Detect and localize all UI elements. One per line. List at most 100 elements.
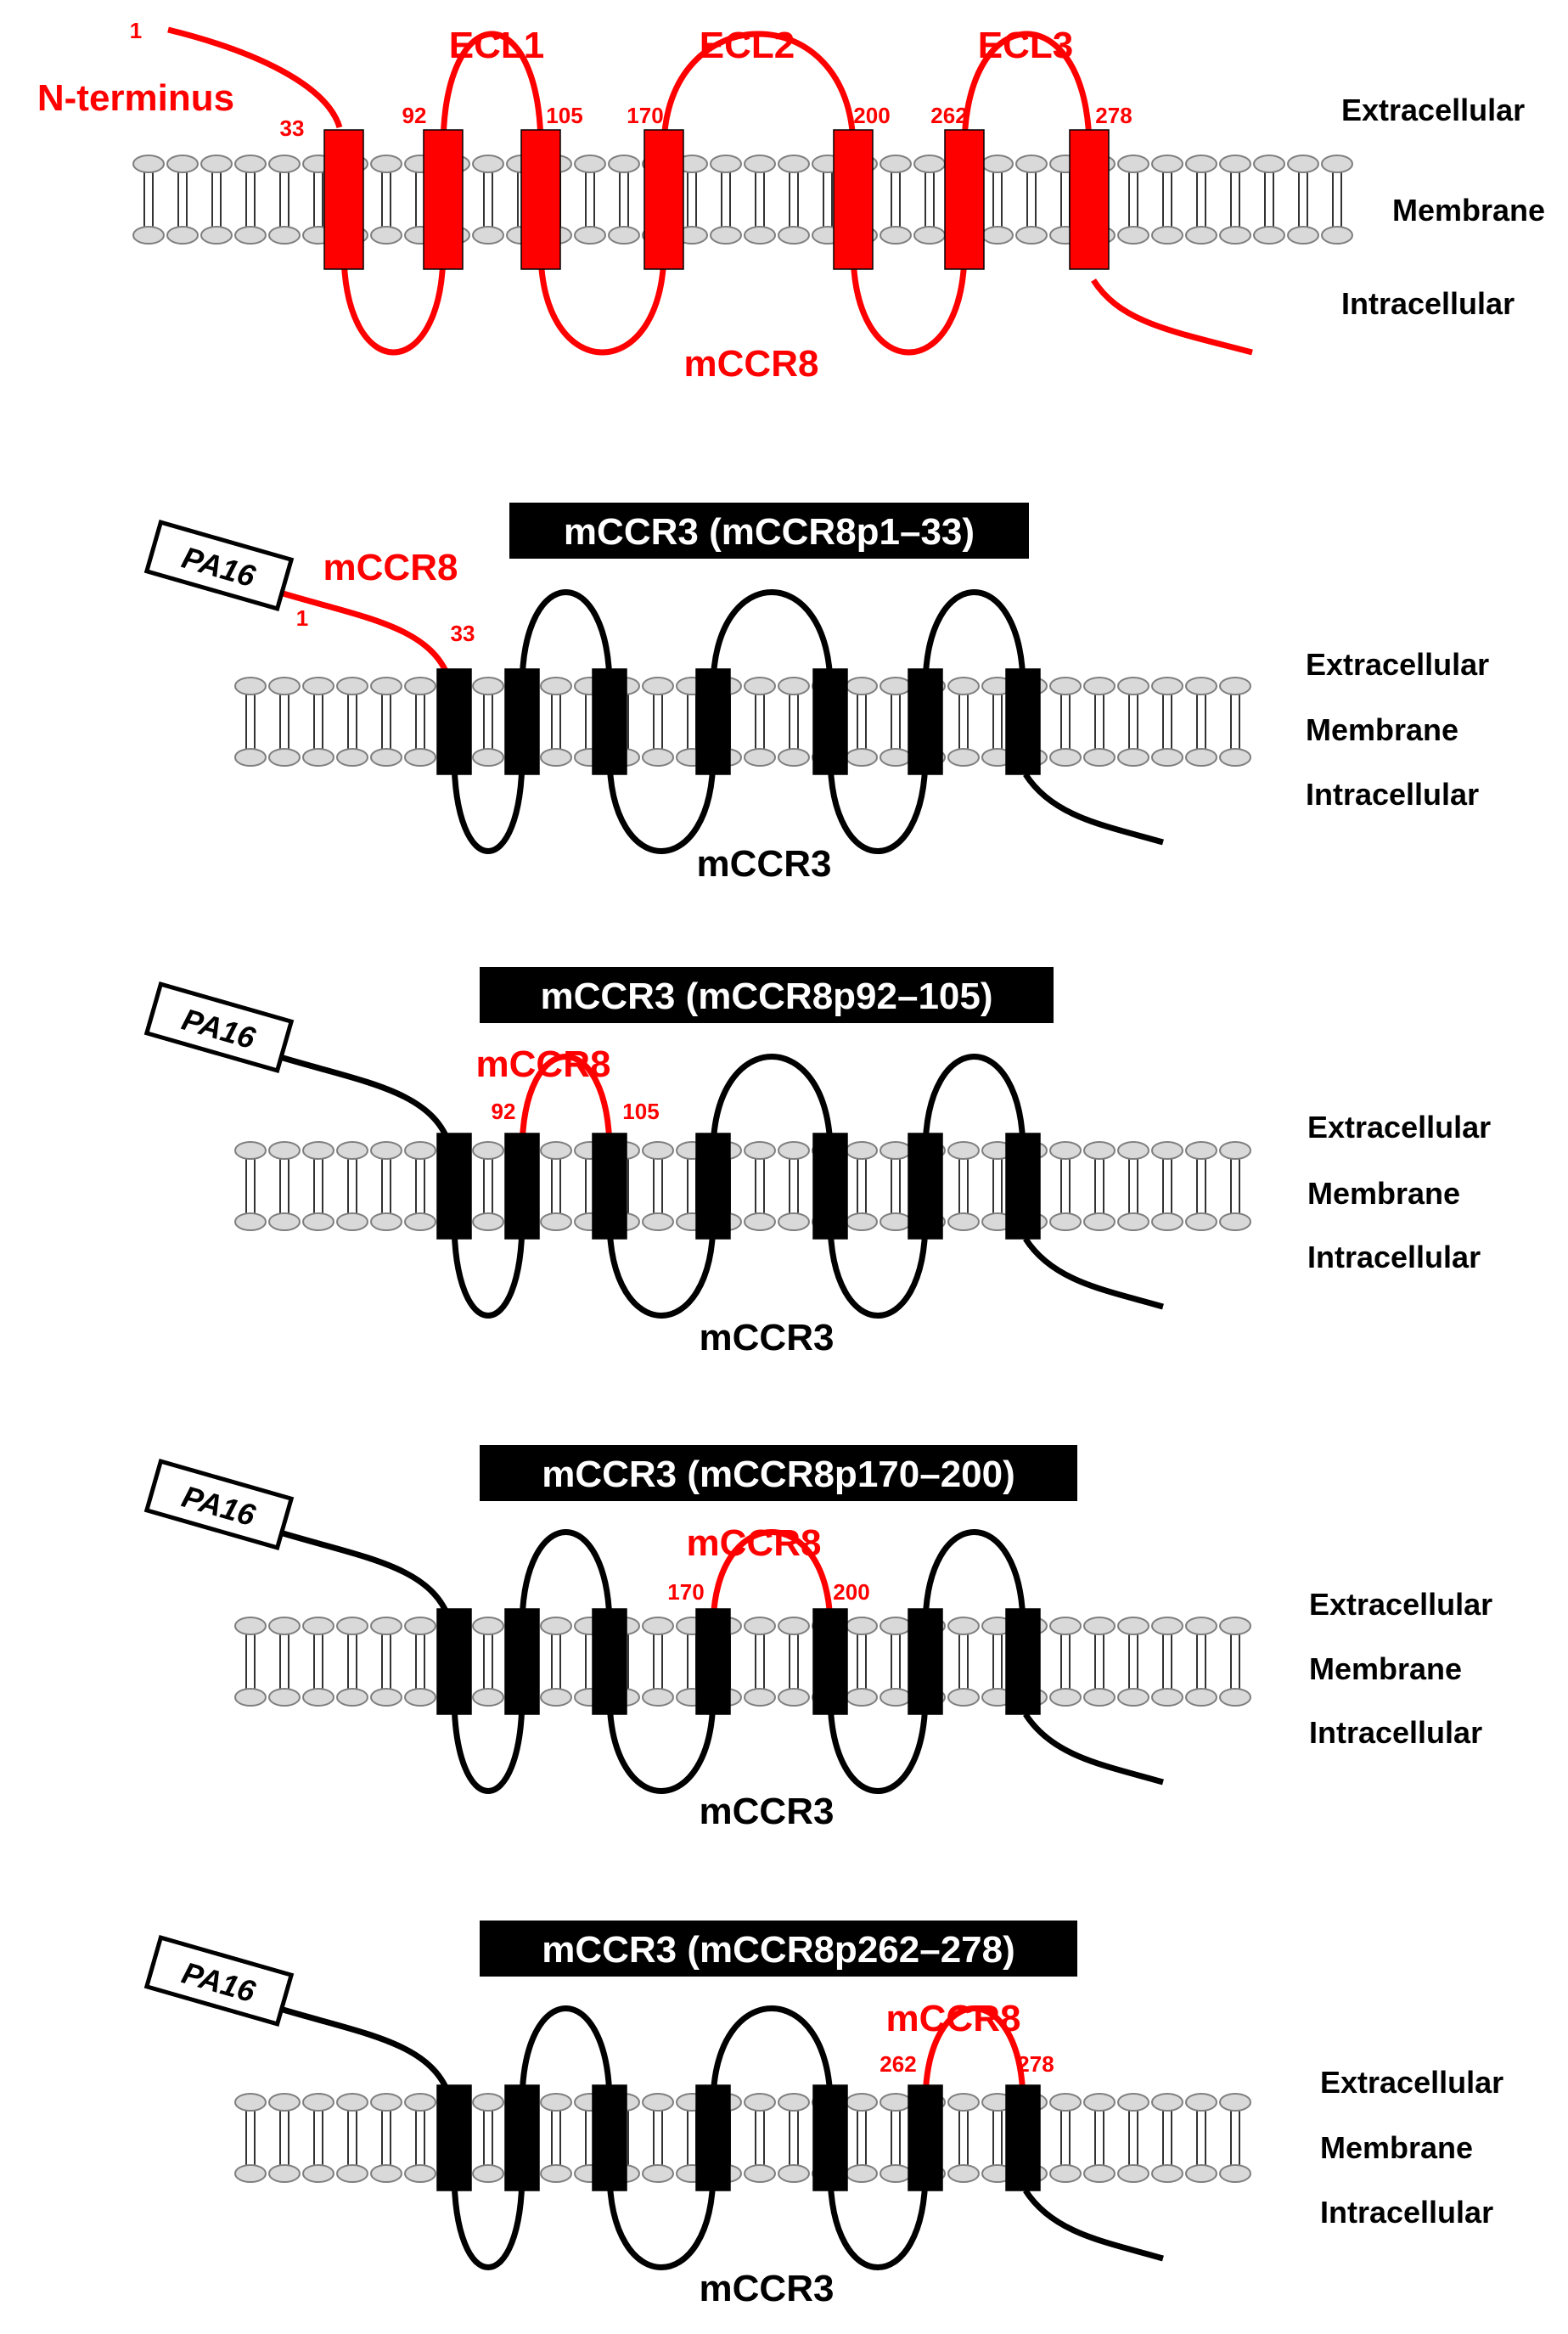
lipid-head bbox=[336, 2164, 368, 2183]
pa16-tag: PA16 bbox=[143, 1935, 295, 2027]
lipid-head bbox=[132, 226, 165, 245]
residue-label-200: 200 bbox=[853, 103, 890, 128]
lipid-head bbox=[947, 1141, 980, 1160]
membrane-bilayer bbox=[234, 1141, 1251, 1231]
lipid-head bbox=[778, 1688, 810, 1707]
intracellular-loop-1 bbox=[451, 1695, 525, 1794]
lipid-head bbox=[778, 1141, 810, 1160]
lipid-head bbox=[302, 2164, 334, 2183]
lipid-head bbox=[540, 1141, 572, 1160]
lipid-head bbox=[1185, 1688, 1217, 1707]
lipid-head bbox=[642, 748, 674, 767]
lipid-head bbox=[1117, 748, 1149, 767]
panel-chimera-1-33: mCCR3 (mCCR8p1–33) PA16 mCCR8 1 33 mCCR3… bbox=[143, 503, 1489, 885]
transmembrane-helix-2 bbox=[504, 1133, 540, 1240]
lipid-head bbox=[370, 2093, 402, 2112]
insert-start-label: 1 bbox=[296, 605, 308, 631]
transmembrane-helix-6 bbox=[908, 1133, 943, 1240]
lipid-head bbox=[472, 748, 504, 767]
transmembrane-helix-3 bbox=[520, 129, 561, 270]
intracellular-loop-3 bbox=[827, 2171, 929, 2270]
transmembrane-helix-4 bbox=[643, 129, 684, 270]
lipid-head bbox=[913, 226, 946, 245]
lipid-head bbox=[1185, 1212, 1217, 1231]
intracellular-loop-1 bbox=[340, 250, 447, 356]
lipid-head bbox=[234, 226, 267, 245]
transmembrane-helix-2 bbox=[504, 2084, 540, 2191]
membrane-bilayer bbox=[234, 677, 1251, 767]
lipid-head bbox=[846, 2164, 878, 2183]
transmembrane-helix-1 bbox=[436, 1133, 472, 1240]
n-terminal-tail bbox=[278, 1529, 453, 1623]
transmembrane-helix-5 bbox=[812, 1133, 848, 1240]
chimera-title: mCCR3 (mCCR8p262–278) bbox=[542, 1929, 1015, 1971]
lipid-head bbox=[200, 226, 233, 245]
lipid-head bbox=[370, 2164, 402, 2183]
intracellular-label: Intracellular bbox=[1320, 2195, 1493, 2230]
lipid-head bbox=[540, 1688, 572, 1707]
lipid-head bbox=[744, 748, 776, 767]
extracellular-loop-3 bbox=[922, 1529, 1026, 1628]
lipid-head bbox=[1151, 1688, 1183, 1707]
lipid-head bbox=[268, 2093, 301, 2112]
lipid-head bbox=[846, 748, 878, 767]
intracellular-loop-3 bbox=[827, 755, 929, 854]
lipid-head bbox=[947, 1688, 980, 1707]
intracellular-loop-2 bbox=[606, 1695, 717, 1794]
panel-chimera-170-200: mCCR3 (mCCR8p170–200) PA16 mCCR8 170 200… bbox=[143, 1445, 1492, 1832]
lipid-head bbox=[268, 1688, 301, 1707]
lipid-head bbox=[1117, 1212, 1149, 1231]
lipid-head bbox=[370, 1212, 402, 1231]
lipid-head bbox=[778, 677, 810, 695]
lipid-head bbox=[880, 1141, 912, 1160]
lipid-head bbox=[947, 748, 980, 767]
protein-label: mCCR8 bbox=[684, 343, 819, 385]
lipid-head bbox=[302, 2093, 334, 2112]
lipid-head bbox=[744, 155, 776, 173]
lipid-head bbox=[744, 2093, 776, 2112]
lipid-head bbox=[302, 1617, 334, 1635]
residue-label-278: 278 bbox=[1095, 103, 1132, 128]
extracellular-loop-1 bbox=[519, 589, 613, 689]
intracellular-loop-3 bbox=[850, 250, 968, 356]
extracellular-loop-1 bbox=[440, 31, 544, 149]
lipid-head bbox=[880, 1617, 912, 1635]
lipid-head bbox=[336, 748, 368, 767]
lipid-head bbox=[370, 1141, 402, 1160]
transmembrane-helix-3 bbox=[592, 2084, 627, 2191]
loop-label-ecl3: ECL3 bbox=[978, 25, 1073, 66]
lipid-head bbox=[642, 1141, 674, 1160]
lipid-head bbox=[1117, 2093, 1149, 2112]
transmembrane-helix-1 bbox=[436, 2084, 472, 2191]
chimera-title-box bbox=[509, 503, 1029, 559]
lipid-head bbox=[642, 2093, 674, 2112]
lipid-head bbox=[234, 1617, 267, 1635]
transmembrane-helix-4 bbox=[695, 1608, 731, 1715]
extracellular-label: Extracellular bbox=[1320, 2065, 1503, 2100]
lipid-head bbox=[472, 1688, 504, 1707]
lipid-head bbox=[336, 1141, 368, 1160]
lipid-head bbox=[1049, 1688, 1082, 1707]
lipid-head bbox=[642, 1617, 674, 1635]
intracellular-label: Intracellular bbox=[1307, 1240, 1481, 1274]
n-terminal-tail bbox=[278, 1054, 453, 1148]
intracellular-loop-2 bbox=[606, 2171, 717, 2270]
lipid-head bbox=[234, 677, 267, 695]
panel-mccr8: 1 N-terminus ECL1 ECL2 ECL3 33 92 105 17… bbox=[37, 18, 1545, 385]
lipid-head bbox=[1151, 1141, 1183, 1160]
transmembrane-helix-2 bbox=[504, 1608, 540, 1715]
lipid-head bbox=[880, 155, 912, 173]
lipid-head bbox=[947, 2164, 980, 2183]
lipid-head bbox=[947, 677, 980, 695]
lipid-head bbox=[268, 677, 301, 695]
panel-chimera-92-105: mCCR3 (mCCR8p92–105) PA16 mCCR8 92 105 m… bbox=[143, 967, 1491, 1358]
extracellular-loop-2 bbox=[710, 589, 834, 689]
lipid-head bbox=[913, 155, 946, 173]
lipid-head bbox=[404, 2093, 436, 2112]
extracellular-label: Extracellular bbox=[1306, 647, 1489, 682]
residue-label-33: 33 bbox=[280, 115, 305, 141]
transmembrane-helix-6 bbox=[908, 2084, 943, 2191]
lipid-head bbox=[1185, 1617, 1217, 1635]
lipid-head bbox=[1219, 155, 1251, 173]
